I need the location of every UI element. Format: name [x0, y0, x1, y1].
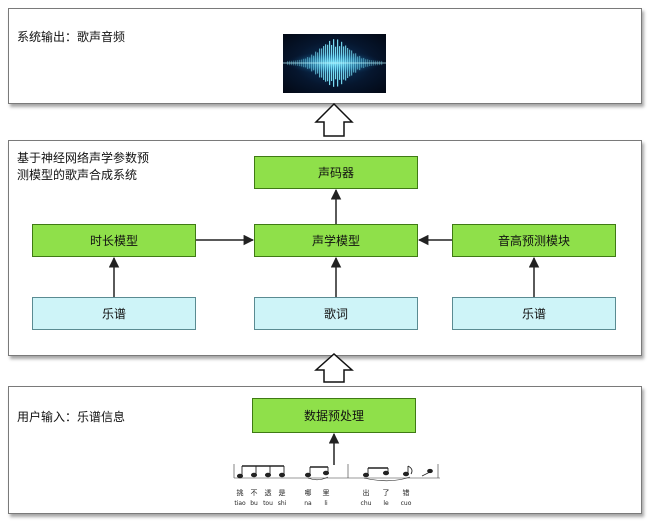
user-input-label: 用户输入：乐谱信息 — [17, 410, 126, 424]
data-preprocessing-label: 数据预处理 — [303, 409, 364, 423]
score-pinyin: cuo — [401, 500, 412, 507]
data-preprocessing-box: 数据预处理 — [252, 398, 416, 433]
score-pinyin: tou — [263, 500, 273, 507]
score-input-left-label: 乐谱 — [101, 307, 126, 321]
score-input-left-box: 乐谱 — [32, 297, 196, 330]
score-pinyin: li — [324, 500, 328, 507]
pitch-prediction-label: 音高预测模块 — [497, 234, 570, 248]
score-input-right-box: 乐谱 — [452, 297, 616, 330]
score-lyric-char: 错 — [403, 488, 410, 497]
waveform-graphic — [283, 39, 386, 87]
pitch-prediction-box: 音高预测模块 — [452, 224, 616, 257]
score-pinyin: na — [304, 500, 312, 507]
vocoder-box: 声码器 — [254, 156, 418, 189]
acoustic-model-box: 声学模型 — [254, 224, 418, 257]
score-pinyin: bu — [250, 500, 258, 507]
hollow-arrow-to-output — [314, 102, 354, 137]
score-pinyin: chu — [361, 500, 372, 507]
score-input-right-label: 乐谱 — [521, 307, 546, 321]
score-lyric-char: 了 — [383, 489, 390, 497]
duration-model-box: 时长模型 — [32, 224, 196, 257]
score-lyric-char: 挑 — [237, 488, 244, 497]
lyrics-input-label: 歌词 — [323, 307, 348, 321]
score-lyric-char: 里 — [323, 489, 330, 497]
score-lyric-char: 哪 — [305, 488, 312, 497]
lyrics-input-box: 歌词 — [254, 297, 418, 330]
vocoder-label: 声码器 — [317, 166, 354, 180]
synthesis-system-label: 基于神经网络声学参数预 测模型的歌声合成系统 — [17, 151, 150, 182]
duration-model-label: 时长模型 — [89, 234, 138, 248]
output-panel-label: 系统输出：歌声音频 — [17, 30, 126, 44]
score-pinyin: le — [383, 500, 389, 507]
score-pinyin: shi — [278, 500, 287, 507]
score-lyric-char: 是 — [279, 489, 286, 497]
score-pinyin: tiao — [234, 500, 246, 507]
hollow-arrow-to-system — [314, 352, 354, 383]
score-lyric-char: 出 — [363, 488, 370, 497]
audio-waveform-image — [283, 34, 386, 93]
acoustic-model-label: 声学模型 — [311, 234, 360, 248]
score-lyric-char: 透 — [265, 489, 272, 497]
score-lyric-char: 不 — [251, 489, 258, 497]
